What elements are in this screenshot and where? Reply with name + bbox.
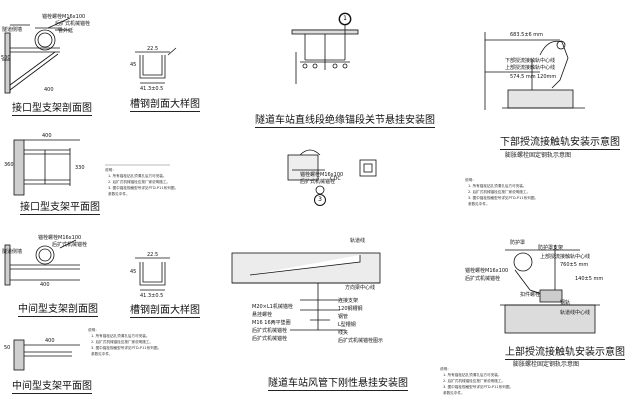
note2-l4: 参数见中件。 [468, 202, 490, 206]
note1-l2: 2. 后扩式机械锚栓应按厂家说明施工。 [108, 180, 171, 184]
note4-l4: 参数见中件。 [443, 391, 465, 395]
label-u9: 扣件螺栓 [520, 292, 541, 298]
label-m5: 后扩式机械锚栓 [252, 336, 288, 342]
subtitle-lower-rail: 膨胀螺栓固定钢轨示意图 [505, 152, 572, 159]
note4-l3: 3. 图中锚栓规格型号详见PTD-P11系列图。 [443, 385, 514, 389]
label-s1: 锚栓螺栓M16x100 [300, 172, 344, 178]
title-middle-section: 中间型支架剖面图 [18, 304, 98, 317]
subtitle-upper-rail: 膨胀螺栓固定钢轨示意图 [513, 361, 580, 368]
label-u10: 防护罩支架 [538, 245, 564, 251]
title-channel-detail-1: 槽钢剖面大样图 [130, 99, 200, 112]
callout-3: 3 [314, 194, 326, 206]
dim-50: 50 [4, 345, 11, 351]
lower-rail-install [484, 32, 585, 110]
dim-r1: 683.5±6 mm [510, 32, 544, 38]
note1-head: 说明： [105, 168, 116, 172]
interface-bracket-plan [13, 139, 80, 196]
title-middle-plan: 中间型支架平面图 [12, 381, 92, 394]
note3-l4: 参数见中件。 [91, 352, 113, 356]
dim-u4: 140±5 mm [575, 276, 604, 282]
note1-l3: 3. 图中锚栓规格型号详见PTD-P11系列图。 [108, 186, 179, 190]
label-wall: 隧道侧墙 [2, 27, 23, 33]
middle-bracket-plan [13, 339, 80, 371]
dim-45a: 45 [130, 62, 137, 68]
label-r4: 下部授流接触轨中心线 [505, 58, 556, 64]
dim-413b: 41.3±0.5 [140, 293, 164, 299]
label-u8: 轨道线中心线 [560, 310, 591, 316]
label-anchor-1: 后扩式机械锚栓 [55, 21, 91, 27]
dim-r3: 120mm [537, 74, 557, 80]
note4-head: 说明： [440, 367, 451, 371]
dim-360: 360 [4, 162, 14, 168]
label-m12: 线夹 [338, 330, 349, 336]
note2-head: 说明： [465, 178, 476, 182]
label-m10: 120钢槽钢 [338, 306, 363, 312]
note1-l4: 参数见中件。 [108, 192, 130, 196]
label-anchor-6: 后扩式机械锚栓 [52, 242, 88, 248]
duct-suspension [231, 252, 381, 331]
label-m11: L型槽钢 [338, 322, 356, 328]
joint-detail [287, 149, 377, 195]
label-m1: M20×L1机械锚栓 [252, 304, 293, 310]
label-u1: 防护罩 [510, 240, 526, 246]
label-u6: 后扩式机械锚栓 [465, 276, 501, 282]
dim-225b: 22.5 [147, 252, 159, 258]
label-ceiling: 管外延 [58, 28, 74, 34]
dim-r2: 574.5 mm [510, 74, 536, 80]
label-m14: 方向梁中心线 [345, 285, 376, 291]
note3-head: 说明： [88, 328, 99, 332]
label-s3: CDC [330, 176, 341, 182]
interface-bracket-section [2, 17, 71, 94]
title-duct-suspension: 隧道车站风管下刚性悬挂安装图 [268, 378, 408, 391]
dim-413a: 41.3±0.5 [140, 86, 164, 92]
label-m7: 后扩式机械锚栓图示 [338, 338, 384, 344]
dim-330: 330 [75, 165, 85, 171]
note4-l1: 1. 所有锚栓钻孔须清孔后方可安装。 [443, 373, 502, 377]
label-bolt-1: 锚栓螺栓M16x100 [42, 14, 86, 20]
dim-400a: 400 [44, 87, 54, 93]
note3-l2: 2. 后扩式机械锚栓应按厂家说明施工。 [91, 340, 154, 344]
middle-bracket-section [4, 239, 80, 286]
label-s2: 后扩式机械锚栓 [300, 179, 336, 185]
callout-1: 1 [339, 13, 351, 25]
title-interface-plan: 接口型支架平面图 [20, 202, 100, 215]
dim-400e: 400 [45, 338, 55, 344]
label-m13: 轨道线 [350, 238, 366, 244]
dim-500: 500 [1, 55, 11, 61]
label-bolt-6: 锚栓螺栓M16x100 [38, 235, 82, 241]
note1-l1: 1. 所有锚栓钻孔须清孔后方可安装。 [108, 174, 167, 178]
channel-detail-2 [135, 257, 170, 291]
label-u7: 钢轨 [560, 300, 571, 306]
label-m4: 后扩式机械锚栓 [252, 328, 288, 334]
title-joint-suspension: 隧道车站直线段绝缘锚段关节悬挂安装图 [255, 115, 435, 128]
label-r5: 上部授流接触轨中心线 [505, 65, 556, 71]
note2-l1: 1. 所有锚栓钻孔须清孔后方可安装。 [468, 184, 527, 188]
label-wall-6: 隧道侧墙 [2, 249, 23, 255]
note3-l3: 3. 图中锚栓规格型号详见PTD-P11系列图。 [91, 346, 162, 350]
note3-l1: 1. 所有锚栓钻孔须清孔后方可安装。 [91, 334, 150, 338]
note4-l2: 2. 后扩式机械锚栓应按厂家说明施工。 [443, 379, 506, 383]
title-interface-section: 接口型支架剖面图 [12, 103, 92, 116]
title-lower-rail: 下部授流接触轨安装示意图 [500, 137, 620, 150]
label-m9: 钢管 [338, 314, 349, 320]
dim-45b: 45 [130, 269, 137, 275]
title-channel-detail-2: 槽钢剖面大样图 [130, 305, 200, 318]
label-m2: 悬挂螺栓 [252, 312, 273, 318]
channel-detail-1 [135, 47, 177, 84]
label-m3: M16 16两平垫圈 [252, 320, 291, 326]
dim-225a: 22.5 [147, 46, 159, 52]
note2-l2: 2. 后扩式机械锚栓应按厂家说明施工。 [468, 190, 531, 194]
note2-l3: 3. 图中锚栓规格型号详见PTD-P11系列图。 [468, 196, 539, 200]
label-u2: 上部授流接触轨中心线 [540, 254, 591, 260]
upper-rail-install [500, 245, 600, 334]
dim-u3: 760±5 mm [560, 262, 589, 268]
label-u5: 锚栓螺栓M16x100 [465, 268, 509, 274]
title-upper-rail: 上部授流接触轨安装示意图 [505, 347, 625, 360]
dim-400c: 400 [40, 282, 50, 288]
dim-400b: 400 [42, 133, 52, 139]
label-m8: 连接支架 [338, 298, 359, 304]
